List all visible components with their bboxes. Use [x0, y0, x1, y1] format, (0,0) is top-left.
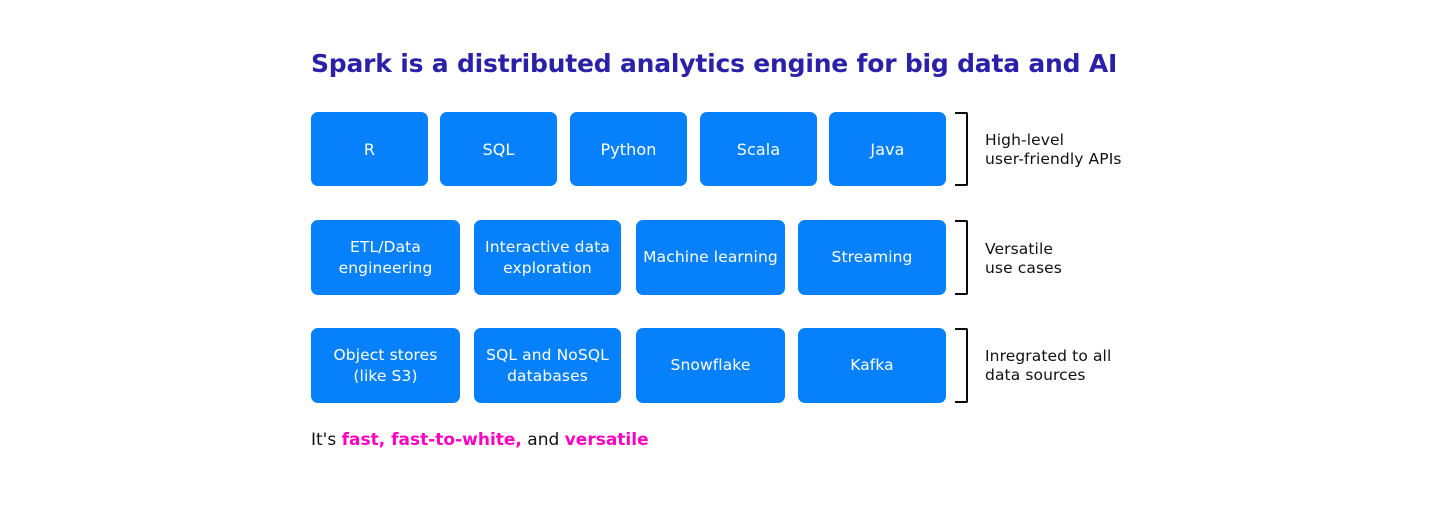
footer-accent-fast: fast, fast-to-white,: [341, 430, 522, 450]
bracket-data-sources: [955, 328, 968, 403]
bracket-apis: [955, 112, 968, 186]
box-scala[interactable]: Scala: [700, 112, 817, 186]
box-sql[interactable]: SQL: [440, 112, 557, 186]
bracket-use-cases: [955, 220, 968, 295]
box-python[interactable]: Python: [570, 112, 687, 186]
box-label: Kafka: [850, 356, 894, 374]
box-label: Object stores (like S3): [333, 345, 438, 385]
box-java[interactable]: Java: [829, 112, 946, 186]
box-label: Streaming: [831, 248, 913, 266]
box-sql-nosql-databases[interactable]: SQL and NoSQL databases: [474, 328, 621, 403]
box-label: Snowflake: [670, 356, 751, 374]
box-label: Python: [600, 139, 657, 159]
box-streaming[interactable]: Streaming: [798, 220, 946, 295]
box-machine-learning[interactable]: Machine learning: [636, 220, 785, 295]
caption-apis: High-level user-friendly APIs: [985, 131, 1122, 168]
caption-use-cases: Versatile use cases: [985, 240, 1062, 277]
page-title: Spark is a distributed analytics engine …: [311, 49, 1118, 78]
footer-accent-versatile: versatile: [564, 430, 649, 450]
caption-data-sources: Inregrated to all data sources: [985, 347, 1112, 384]
box-snowflake[interactable]: Snowflake: [636, 328, 785, 403]
box-label: Java: [870, 139, 905, 159]
box-label: Machine learning: [643, 248, 778, 266]
box-label: ETL/Data engineering: [338, 237, 433, 277]
box-etl-data-engineering[interactable]: ETL/Data engineering: [311, 220, 460, 295]
box-r[interactable]: R: [311, 112, 428, 186]
footer-tagline: It's fast, fast-to-white, and versatile: [311, 428, 649, 452]
box-label: R: [363, 139, 376, 159]
box-label: SQL: [482, 139, 515, 159]
box-kafka[interactable]: Kafka: [798, 328, 946, 403]
box-label: Interactive data exploration: [485, 237, 610, 277]
footer-lead: It's: [311, 430, 342, 450]
box-label: SQL and NoSQL databases: [486, 345, 609, 385]
box-interactive-data-exploration[interactable]: Interactive data exploration: [474, 220, 621, 295]
box-object-stores[interactable]: Object stores (like S3): [311, 328, 460, 403]
box-label: Scala: [736, 139, 781, 159]
footer-middle: and: [521, 430, 565, 450]
